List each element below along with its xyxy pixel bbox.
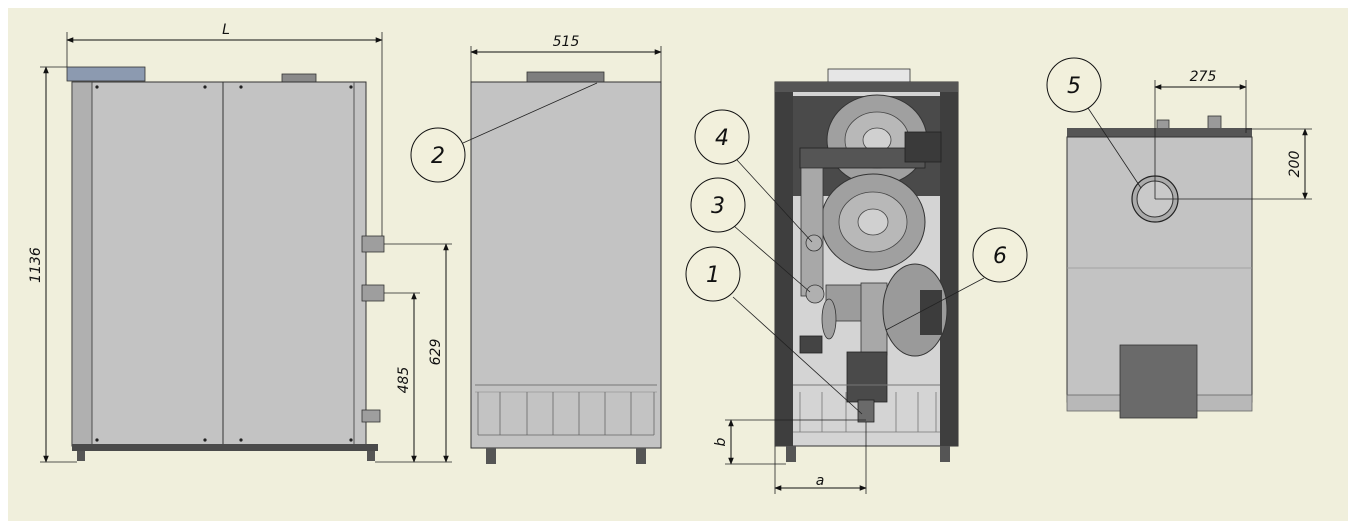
- gas-inlet: [857, 399, 875, 423]
- internal-frame-right: [940, 82, 958, 446]
- heat-exchanger-lower: [820, 173, 926, 271]
- internal-foot-right: [940, 446, 950, 462]
- dimension-offset-a: a: [774, 422, 867, 494]
- gas-valve-block: [846, 351, 888, 403]
- dimension-width: 515: [470, 34, 662, 82]
- dimension-flue-y: 200: [1155, 128, 1312, 200]
- side-bolt: [239, 438, 243, 442]
- front-view: [470, 71, 662, 464]
- callout-6-label: 6: [993, 244, 1007, 269]
- internal-foot-left: [786, 446, 796, 462]
- dimension-width-label: 515: [553, 34, 580, 50]
- dimension-inlet-height: 485: [384, 292, 420, 463]
- dimension-offset-b: b: [713, 419, 866, 465]
- flange-left: [821, 298, 837, 340]
- side-base: [72, 444, 378, 451]
- callout-4-label: 4: [715, 126, 729, 151]
- control-box: [904, 131, 942, 163]
- callout-4: 4: [694, 109, 813, 243]
- dimension-inlet-height-label: 485: [396, 367, 412, 394]
- gas-valve-small: [799, 335, 823, 354]
- internal-top-bar: [775, 82, 958, 92]
- burner-fan: [882, 263, 948, 357]
- side-flow-pipe: [361, 235, 385, 253]
- dimension-height-label: 1136: [28, 247, 44, 283]
- side-bolt: [349, 85, 353, 89]
- front-foot-right: [636, 448, 646, 464]
- pipe-fitting-lower: [805, 284, 825, 304]
- top-rear-strip: [1067, 128, 1252, 138]
- side-bolt: [203, 85, 207, 89]
- front-louvers: [477, 392, 655, 436]
- dimension-length: L: [66, 22, 383, 236]
- dimension-flue-y-label: 200: [1287, 151, 1303, 178]
- side-view: [66, 66, 385, 461]
- dimension-length-label: L: [222, 22, 230, 38]
- side-bolt: [203, 438, 207, 442]
- side-bolt: [349, 438, 353, 442]
- callout-3-label: 3: [711, 194, 725, 219]
- callout-6: 6: [885, 227, 1028, 331]
- top-view: [1066, 115, 1253, 419]
- callout-2: 2: [410, 82, 598, 183]
- side-body: [71, 81, 367, 447]
- top-burner-housing: [1119, 344, 1198, 419]
- side-bolt: [95, 438, 99, 442]
- dimension-outlet-height: 629: [375, 243, 452, 463]
- dimension-height: 1136: [28, 66, 77, 463]
- burner-pipe-vertical: [860, 282, 888, 356]
- callout-5-label: 5: [1067, 74, 1081, 99]
- side-return-pipe: [361, 284, 385, 302]
- side-bolt: [239, 85, 243, 89]
- dimension-offset-a-label: a: [816, 473, 825, 489]
- side-top-fitting: [66, 66, 146, 82]
- internal-frame-left: [775, 82, 793, 446]
- callout-1-label: 1: [706, 263, 720, 288]
- callout-3: 3: [690, 177, 811, 293]
- front-foot-left: [486, 448, 496, 464]
- side-bolt: [95, 85, 99, 89]
- pipe-fitting-upper: [805, 234, 823, 252]
- left-riser-pipe: [800, 167, 824, 297]
- dimension-outlet-height-label: 629: [428, 339, 444, 366]
- callout-5: 5: [1046, 57, 1142, 189]
- front-flue-stub: [526, 71, 605, 84]
- dimension-offset-b-label: b: [713, 437, 729, 446]
- callout-1: 1: [685, 246, 863, 415]
- side-back-strip: [71, 81, 93, 447]
- side-flue-stub: [281, 73, 317, 83]
- internal-view: [774, 68, 959, 462]
- front-body: [470, 81, 662, 449]
- internal-louvers: [793, 392, 940, 433]
- side-foot-left: [77, 451, 85, 461]
- side-drain-stub: [361, 409, 381, 423]
- dimension-flue-x: 275: [1154, 69, 1247, 199]
- dimension-flue-x-label: 275: [1190, 69, 1217, 85]
- side-foot-right: [367, 451, 375, 461]
- internal-flue-stub: [827, 68, 911, 84]
- callout-2-label: 2: [431, 144, 445, 169]
